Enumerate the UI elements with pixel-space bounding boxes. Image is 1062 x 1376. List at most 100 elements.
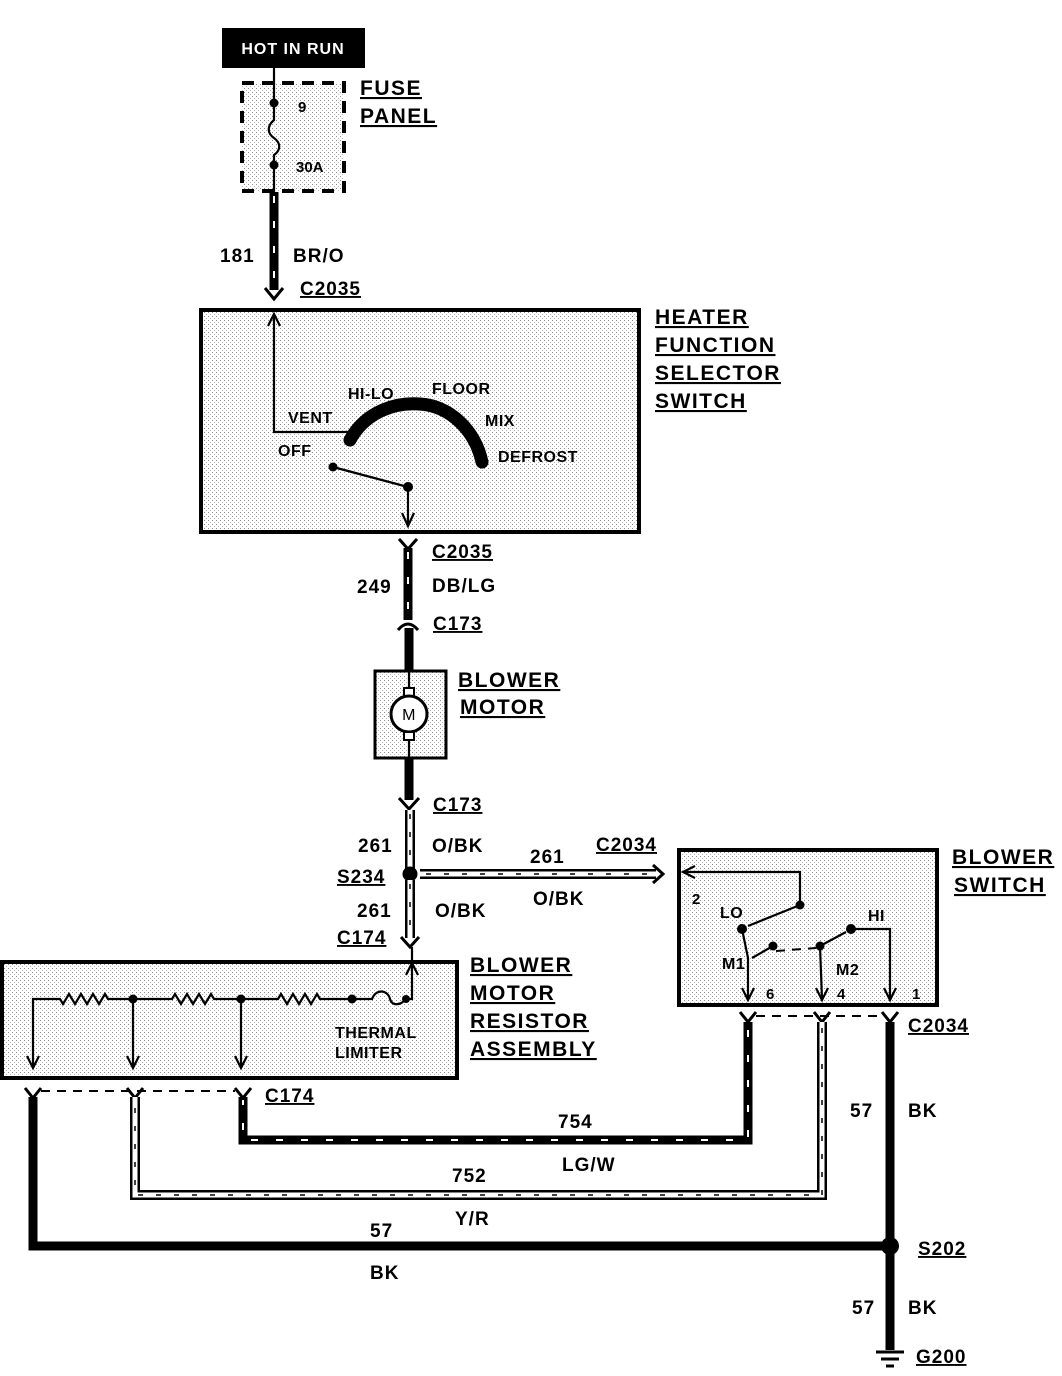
blower-switch-box bbox=[677, 848, 939, 1007]
blower-switch-title-2: SWITCH bbox=[954, 874, 1046, 897]
connector-c173-top-icon bbox=[396, 622, 420, 632]
position-off: OFF bbox=[278, 443, 312, 460]
connector-c2035-bottom-icon bbox=[397, 537, 419, 552]
connector-c173-bottom-icon bbox=[397, 796, 421, 812]
splice-s234-label: S234 bbox=[337, 867, 385, 888]
fuse-element-icon bbox=[267, 103, 281, 165]
wire-181-circuit: 181 bbox=[220, 246, 255, 267]
position-defrost: DEFROST bbox=[498, 449, 578, 466]
pin-6-arrow-icon bbox=[741, 987, 755, 1003]
ground-g200-label: G200 bbox=[916, 1347, 966, 1368]
splice-s202-label: S202 bbox=[918, 1239, 966, 1260]
ground-icon bbox=[876, 1350, 904, 1368]
position-floor: FLOOR bbox=[432, 381, 491, 398]
brush-bottom-icon bbox=[403, 731, 415, 741]
heater-switch-wiper bbox=[332, 465, 409, 489]
fuse-panel-title-2: PANEL bbox=[360, 105, 437, 128]
m1-m2-link bbox=[775, 947, 817, 952]
m1-lever bbox=[751, 945, 774, 959]
wire-261-branch-circuit: 261 bbox=[530, 847, 565, 868]
connector-c2034-pin1-icon bbox=[880, 1011, 900, 1025]
blower-motor-title-2: MOTOR bbox=[460, 696, 545, 719]
connector-c2035-bottom: C2035 bbox=[432, 542, 493, 563]
resistor-3-icon bbox=[241, 991, 352, 1007]
blower-switch-title-1: BLOWER bbox=[952, 846, 1054, 869]
fuse-number: 9 bbox=[298, 99, 306, 116]
heater-switch-feed bbox=[272, 314, 349, 434]
connector-c2035-top-icon bbox=[263, 287, 285, 302]
resistor-assembly-title-4: ASSEMBLY bbox=[470, 1038, 597, 1061]
wire-752-circuit: 752 bbox=[452, 1166, 487, 1187]
wire-57-switch-color: BK bbox=[908, 1101, 937, 1122]
wire-181-color: BR/O bbox=[293, 246, 345, 267]
pin-1-label: 1 bbox=[912, 986, 920, 1003]
motor-symbol: M bbox=[402, 707, 416, 724]
connector-c174-top: C174 bbox=[337, 928, 386, 949]
wire-57-resistor-color: BK bbox=[370, 1263, 399, 1284]
connector-c2034-input: C2034 bbox=[596, 835, 657, 856]
wire-752-color: Y/R bbox=[455, 1209, 490, 1230]
pin-2-label: 2 bbox=[692, 891, 700, 908]
connector-c174-pin-b-icon bbox=[125, 1087, 145, 1101]
pin-4-label: 4 bbox=[837, 986, 846, 1003]
connector-c2035-top: C2035 bbox=[300, 279, 361, 300]
wire-261-upper-circuit: 261 bbox=[358, 836, 393, 857]
thermal-limiter-label-2: LIMITER bbox=[335, 1045, 403, 1062]
wire-57-ground-circuit: 57 bbox=[852, 1298, 875, 1319]
wire-261-branch-color: O/BK bbox=[533, 889, 585, 910]
resistor-assembly-title-2: MOTOR bbox=[470, 982, 555, 1005]
pin-4-arrow-icon bbox=[815, 987, 829, 1003]
resistor-1-icon bbox=[31, 991, 133, 1068]
heater-switch-title-2: FUNCTION bbox=[655, 334, 776, 357]
connector-c2034-pin6-icon bbox=[738, 1011, 758, 1025]
m2-lead bbox=[818, 945, 824, 1000]
m2-label: M2 bbox=[836, 962, 859, 979]
connector-c173-bottom: C173 bbox=[433, 795, 482, 816]
wire-754 bbox=[238, 1022, 753, 1145]
position-vent: VENT bbox=[288, 410, 333, 427]
blower-motor-title-1: BLOWER bbox=[458, 669, 560, 692]
fuse-panel-title-1: FUSE bbox=[360, 77, 422, 100]
lo-label: LO bbox=[720, 905, 743, 922]
lo-lead bbox=[740, 928, 750, 999]
heater-switch-box bbox=[199, 308, 641, 534]
connector-c174-pin-c-icon bbox=[233, 1087, 253, 1101]
hi-label: HI bbox=[868, 908, 885, 925]
hi-lead bbox=[851, 927, 892, 999]
blower-switch-feed bbox=[683, 870, 802, 903]
hot-in-run-box bbox=[222, 28, 365, 68]
thermal-limiter-icon bbox=[352, 990, 407, 1006]
heater-switch-title-1: HEATER bbox=[655, 306, 749, 329]
connector-c2034-output: C2034 bbox=[908, 1016, 969, 1037]
position-mix: MIX bbox=[485, 413, 515, 430]
connector-c174-top-icon bbox=[399, 935, 421, 950]
arrow-down-icon bbox=[401, 512, 415, 529]
wire-249-color: DB/LG bbox=[432, 576, 496, 597]
wire-261-upper-color: O/BK bbox=[432, 836, 484, 857]
connector-c2034-input-icon bbox=[651, 863, 666, 885]
wire-754-color: LG/W bbox=[562, 1155, 616, 1176]
wire-261-lower-color: O/BK bbox=[435, 901, 487, 922]
fuse-panel-box bbox=[240, 81, 346, 193]
heater-switch-title-4: SWITCH bbox=[655, 390, 747, 413]
wire-57-resistor-circuit: 57 bbox=[370, 1221, 393, 1242]
position-hi-lo: HI-LO bbox=[348, 386, 394, 403]
thermal-limiter-label-1: THERMAL bbox=[335, 1025, 417, 1042]
pin-6-label: 6 bbox=[766, 986, 774, 1003]
wire-57-resistor bbox=[28, 1097, 890, 1251]
connector-c174-bottom: C174 bbox=[265, 1086, 314, 1107]
wire-57-ground-color: BK bbox=[908, 1298, 937, 1319]
m1-label: M1 bbox=[722, 956, 745, 973]
wire-57-switch-circuit: 57 bbox=[850, 1101, 873, 1122]
resistor-2-icon bbox=[133, 991, 241, 1007]
arrow-down-icon bbox=[234, 1055, 248, 1071]
hot-in-run-label: HOT IN RUN bbox=[241, 41, 344, 58]
connector-c173-top: C173 bbox=[433, 614, 482, 635]
resistor-assembly-title-1: BLOWER bbox=[470, 954, 572, 977]
fuse-rating: 30A bbox=[296, 159, 324, 176]
wire-249-circuit: 249 bbox=[357, 577, 392, 598]
heater-switch-contact-arc bbox=[343, 397, 489, 469]
m2-lever bbox=[819, 931, 847, 947]
wire-752 bbox=[130, 1022, 827, 1200]
